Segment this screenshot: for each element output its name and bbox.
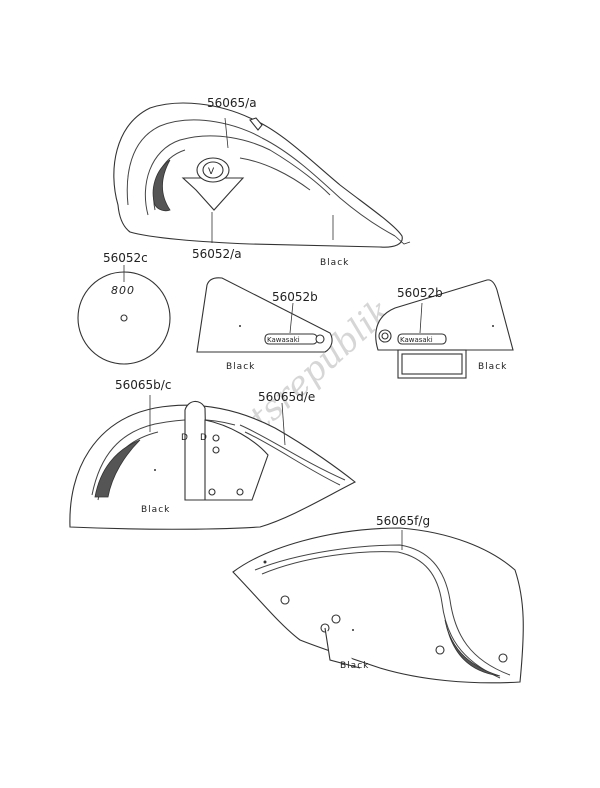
svg-text:D: D bbox=[181, 433, 189, 443]
label-front-fender-color: Black bbox=[141, 505, 170, 515]
label-tank-color: Black bbox=[320, 258, 349, 268]
front-fender[interactable]: D D bbox=[69, 395, 357, 530]
label-front-fender-stripe-left: 56065b/c bbox=[115, 378, 171, 392]
label-front-fender-stripe-right: 56065d/e bbox=[258, 390, 315, 404]
side-cover-right[interactable]: Kawasaki bbox=[375, 279, 514, 379]
label-tank-stripe: 56065/a bbox=[207, 96, 257, 110]
svg-text:D: D bbox=[200, 433, 208, 443]
label-tank-emblem: 56052/a bbox=[192, 247, 242, 261]
round-cover[interactable]: 800 bbox=[77, 265, 171, 365]
badge-left: Kawasaki bbox=[267, 336, 300, 344]
rear-fender[interactable] bbox=[232, 527, 524, 684]
svg-text:V: V bbox=[208, 167, 215, 177]
label-side-left-color: Black bbox=[226, 362, 255, 372]
label-rear-fender-color: Black bbox=[340, 661, 369, 671]
label-side-left-emblem: 56052b bbox=[272, 290, 318, 304]
cover-logo: 800 bbox=[111, 284, 135, 297]
label-side-right-color: Black bbox=[478, 362, 507, 372]
label-side-right-emblem: 56052b bbox=[397, 286, 443, 300]
label-cover-emblem: 56052c bbox=[103, 251, 148, 265]
badge-right: Kawasaki bbox=[400, 336, 433, 344]
fuel-tank[interactable]: V bbox=[113, 102, 411, 248]
side-cover-left[interactable]: Kawasaki bbox=[196, 277, 333, 353]
label-rear-fender-stripe: 56065f/g bbox=[376, 514, 430, 528]
